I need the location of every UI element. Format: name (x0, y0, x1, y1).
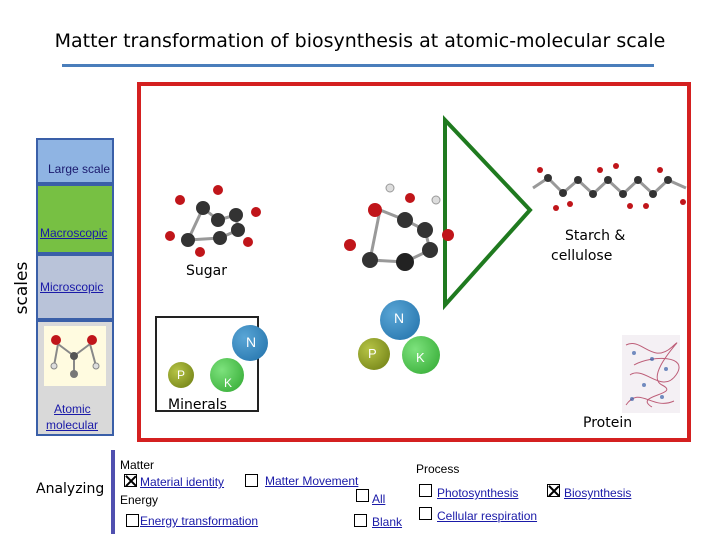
potassium-atom (402, 336, 440, 374)
scales-axis-text: scales (12, 261, 32, 315)
sugar-label: Sugar (186, 263, 227, 279)
scale-label-macroscopic[interactable]: Macroscopic (40, 226, 108, 240)
analyzing-label: Analyzing (36, 481, 105, 497)
minerals-microscopic-box (155, 316, 259, 412)
blank-checkbox[interactable] (354, 514, 367, 527)
material-identity-option[interactable]: Material identity (140, 475, 225, 489)
blank-option[interactable]: Blank (372, 515, 403, 529)
starch-label-2: cellulose (551, 248, 613, 264)
scale-label-large: Large scale (48, 162, 111, 176)
title-underline (62, 64, 654, 67)
protein-molecule (622, 335, 680, 413)
matter-movement-option[interactable]: Matter Movement (265, 474, 359, 488)
biosynthesis-checkbox[interactable] (547, 484, 560, 497)
scale-label-microscopic[interactable]: Microscopic (40, 280, 104, 294)
cellular-respiration-checkbox[interactable] (419, 507, 432, 520)
all-checkbox[interactable] (356, 489, 369, 502)
sugar-molecule (344, 183, 454, 271)
energy-transformation-checkbox[interactable] (126, 514, 139, 527)
scale-box-microscopic: Microscopic (36, 254, 114, 320)
nitrogen-symbol: N (394, 310, 405, 326)
minerals-label: Minerals (168, 397, 227, 413)
all-option[interactable]: All (372, 492, 386, 506)
material-identity-checkbox[interactable] (124, 474, 137, 487)
photosynthesis-checkbox[interactable] (419, 484, 432, 497)
energy-heading: Energy (120, 493, 159, 507)
sugar-molecule-macro (165, 185, 261, 257)
nitrogen-atom (380, 300, 420, 340)
transformation-frame (137, 82, 691, 442)
scale-box-large: Large scale (36, 138, 114, 184)
scale-box-macroscopic: Macroscopic (36, 184, 114, 254)
phosphorus-symbol-small: P (177, 368, 186, 382)
potassium-symbol-small: K (224, 376, 233, 390)
photosynthesis-option[interactable]: Photosynthesis (437, 486, 519, 500)
scale-label-atomic-2[interactable]: molecular (46, 418, 99, 432)
biosynthesis-option[interactable]: Biosynthesis (564, 486, 632, 500)
potassium-symbol: K (416, 350, 425, 365)
atomic-molecule-icon (44, 326, 106, 386)
energy-transformation-option[interactable]: Energy transformation (140, 514, 259, 528)
phosphorus-atom-small (168, 362, 194, 388)
phosphorus-symbol: P (368, 346, 377, 361)
scale-label-atomic-1[interactable]: Atomic (54, 402, 91, 416)
matter-movement-checkbox[interactable] (245, 474, 258, 487)
transformation-arrow (443, 114, 533, 311)
starch-cellulose-molecule (532, 163, 687, 211)
matter-heading: Matter (120, 458, 155, 472)
protein-label: Protein (583, 415, 633, 431)
nitrogen-symbol-small: N (246, 334, 257, 350)
process-heading: Process (416, 462, 460, 476)
starch-label-1: Starch & (565, 228, 626, 244)
scale-box-atomic: Atomic molecular (36, 320, 114, 436)
page-title: Matter transformation of biosynthesis at… (54, 30, 666, 52)
cellular-respiration-option[interactable]: Cellular respiration (437, 509, 538, 523)
analyzing-divider (111, 450, 115, 534)
potassium-atom-small (210, 358, 244, 392)
nitrogen-atom-small (232, 325, 268, 361)
scales-axis-label: scales (0, 250, 40, 330)
phosphorus-atom (358, 338, 390, 370)
